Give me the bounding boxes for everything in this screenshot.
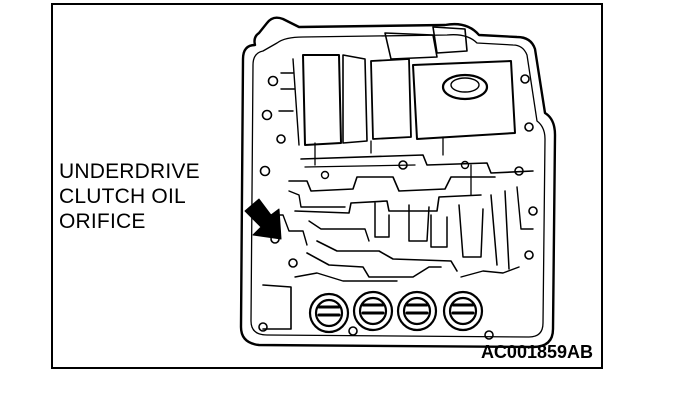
callout-label: UNDERDRIVE CLUTCH OIL ORIFICE bbox=[59, 159, 200, 234]
callout-line-2: CLUTCH OIL bbox=[59, 185, 186, 208]
callout-line-3: ORIFICE bbox=[59, 210, 146, 233]
figure-frame: UNDERDRIVE CLUTCH OIL ORIFICE bbox=[51, 3, 603, 369]
arrow-pointer-icon bbox=[244, 198, 282, 240]
callout-line-1: UNDERDRIVE bbox=[59, 160, 200, 183]
valve-body-illustration bbox=[239, 16, 557, 349]
figure-id: AC001859AB bbox=[480, 342, 593, 362]
